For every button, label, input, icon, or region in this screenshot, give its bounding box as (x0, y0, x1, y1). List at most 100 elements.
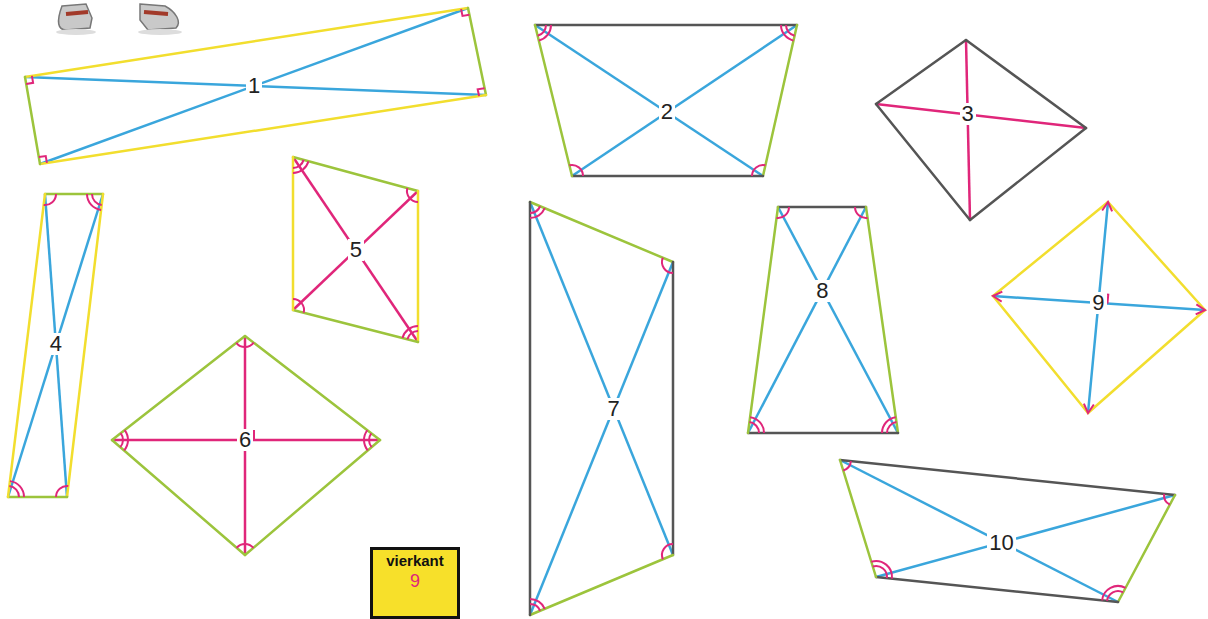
side (112, 440, 245, 555)
diagonal (778, 207, 898, 433)
angle-arc (882, 417, 896, 433)
side (8, 496, 67, 499)
arrow-head (993, 292, 1002, 302)
side (293, 310, 418, 342)
right-angle-mark (478, 88, 485, 96)
angle-arc (887, 422, 896, 433)
shape-number: 3 (960, 103, 976, 125)
angle-arc (1107, 591, 1123, 601)
angle-arc (530, 208, 545, 218)
angle-arc (402, 326, 418, 338)
side (840, 460, 876, 577)
angle-arc (539, 25, 551, 41)
side (966, 40, 1086, 128)
shape-number: 4 (48, 333, 64, 355)
angle-arc (752, 165, 765, 176)
diagonal (293, 191, 418, 310)
shape-number: 5 (348, 239, 364, 261)
angle-arc (237, 544, 254, 548)
diagonal (572, 25, 797, 176)
angle-arc (530, 599, 545, 609)
quadrilateral-outline (864, 28, 1098, 232)
angle-arc (56, 486, 68, 497)
quadrilateral: 3 (864, 28, 1098, 232)
angle-arc (569, 165, 583, 176)
right-angle-mark (461, 9, 469, 16)
quadrilateral: 2 (523, 13, 809, 188)
side (530, 555, 673, 615)
angle-arc (9, 486, 19, 497)
diagonal (876, 104, 1086, 128)
side (25, 77, 40, 164)
side (866, 207, 898, 433)
side (993, 202, 1108, 296)
side (763, 25, 797, 176)
angle-arc (749, 422, 759, 433)
side (245, 440, 380, 555)
side (67, 194, 103, 497)
quadrilateral: 6 (100, 324, 392, 567)
angle-arc (786, 25, 795, 36)
side (1088, 310, 1205, 413)
angle-arc (293, 160, 304, 168)
quadrilateral: 1 (13, 0, 498, 176)
shape-number: 8 (814, 280, 830, 302)
shape-number: 7 (606, 398, 622, 420)
quadrilateral: 8 (736, 195, 910, 445)
quadrilateral: 9 (981, 190, 1208, 425)
tag-heading: vierkant (373, 550, 457, 569)
answer-tag: vierkant9 (370, 547, 460, 619)
shape-number: 1 (246, 75, 262, 97)
side (25, 8, 468, 77)
arrow-head (1196, 304, 1205, 314)
side (245, 336, 380, 440)
tag-answer: 9 (373, 569, 457, 594)
diagonal (40, 8, 468, 164)
angle-arc (530, 604, 540, 611)
angle-arc (10, 481, 24, 497)
right-angle-mark (26, 76, 33, 84)
angle-arc (530, 206, 540, 213)
diagonal (966, 40, 970, 220)
shoe (56, 4, 96, 35)
diagonal (530, 202, 673, 555)
shape-number: 2 (659, 101, 675, 123)
diagonal (293, 157, 418, 342)
angle-arc (369, 433, 372, 447)
angle-arc (87, 194, 101, 210)
diagonal (1088, 202, 1108, 413)
side (468, 8, 486, 95)
angle-arc (44, 194, 56, 205)
quadrilateral: 4 (0, 182, 115, 509)
side (876, 104, 970, 220)
angle-arc (236, 343, 253, 347)
side (8, 194, 45, 497)
side (672, 262, 675, 555)
diagonal (45, 194, 67, 497)
angle-arc (1102, 586, 1125, 600)
quadrilateral-outline (736, 195, 910, 445)
side (970, 128, 1086, 220)
side (572, 175, 763, 178)
angle-arc (662, 544, 673, 559)
angle-arc (293, 299, 304, 313)
side (529, 202, 532, 615)
right-angle-mark (39, 156, 47, 163)
side (112, 336, 245, 440)
angle-arc (124, 430, 128, 450)
side (876, 40, 966, 104)
quadrilateral: 5 (281, 145, 430, 354)
arrow-head (1102, 202, 1112, 211)
angle-arc (777, 207, 789, 218)
angle-arc (407, 188, 418, 202)
angle-arc (843, 461, 851, 470)
angle-arc (873, 566, 887, 578)
angle-arc (293, 161, 308, 173)
side (293, 157, 418, 191)
side (417, 191, 420, 342)
side (993, 296, 1088, 413)
angle-arc (1164, 494, 1170, 505)
side (45, 193, 103, 196)
quadrilateral: 7 (518, 190, 685, 619)
